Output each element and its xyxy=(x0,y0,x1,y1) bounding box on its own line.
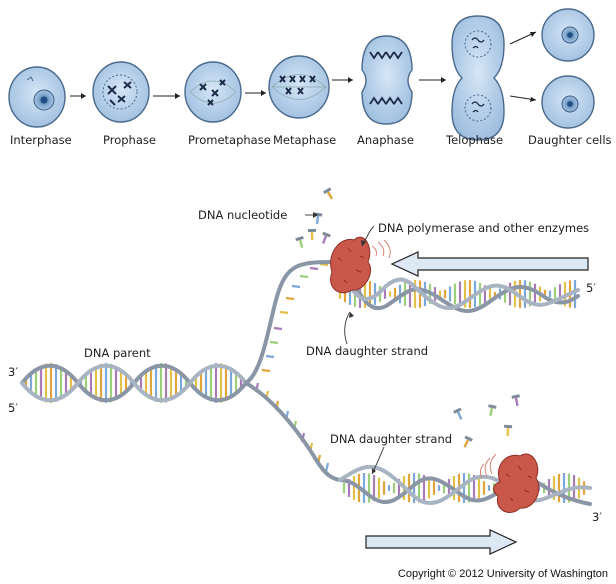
daughter-strand-top-label: DNA daughter strand xyxy=(306,344,428,358)
copyright-notice: Copyright © 2012 University of Washingto… xyxy=(397,568,608,580)
base-pair xyxy=(309,266,319,271)
mitosis-sequence: Interphase Prophase Prometaphase Metapha… xyxy=(8,8,612,147)
direction-arrow-bottom xyxy=(365,529,518,555)
end-3-prime-left: 3′ xyxy=(8,365,18,379)
base-pair xyxy=(273,326,283,331)
base-pair xyxy=(265,354,275,359)
parent-helix xyxy=(20,363,248,403)
prometaphase-cell xyxy=(184,61,242,123)
upper-daughter-helix xyxy=(334,260,580,313)
dna-nucleotide-label: DNA nucleotide xyxy=(198,208,287,222)
base-pair xyxy=(279,310,289,315)
base-pair xyxy=(299,274,309,279)
nucleotide-icon xyxy=(322,231,331,244)
stage-label-daughter-cells: Daughter cells xyxy=(528,133,612,147)
free-nucleotides xyxy=(295,187,520,448)
polymerase-label: DNA polymerase and other enzymes xyxy=(378,221,589,235)
nucleotide-icon xyxy=(504,424,513,437)
nucleotide-icon xyxy=(307,228,316,241)
dna-replication: DNA nucleotide DNA polymerase and other … xyxy=(8,187,602,555)
end-5-prime-right: 5′ xyxy=(586,281,596,295)
daughter-strand-bottom-label: DNA daughter strand xyxy=(330,432,452,446)
nucleotide-icon xyxy=(453,407,463,420)
upper-fork-strand xyxy=(244,260,338,385)
base-pair xyxy=(285,296,295,301)
nucleotide-icon xyxy=(463,435,473,448)
anaphase-cell xyxy=(361,35,413,125)
base-pair xyxy=(291,284,301,289)
lower-fork-strand xyxy=(244,381,342,482)
leading-direction-arrow-top xyxy=(390,251,589,277)
lower-daughter-helix xyxy=(338,464,592,506)
telophase-cell xyxy=(451,15,505,141)
nucleotide-icon xyxy=(488,404,497,417)
nucleotide-icon xyxy=(323,187,334,200)
prophase-cell xyxy=(92,61,150,123)
stage-label-prometaphase: Prometaphase xyxy=(188,133,271,147)
stage-label-interphase: Interphase xyxy=(10,133,72,147)
dna-parent-label: DNA parent xyxy=(84,346,151,360)
base-pair xyxy=(319,262,329,267)
nucleotide-icon xyxy=(511,394,520,407)
polymerase-bottom xyxy=(479,453,540,513)
polymerase-top xyxy=(330,236,391,294)
daughter-cell-top xyxy=(541,8,595,62)
base-pair xyxy=(269,340,279,345)
interphase-cell xyxy=(8,66,66,128)
metaphase-cell xyxy=(268,55,330,119)
stage-label-metaphase: Metaphase xyxy=(273,133,336,147)
nucleotide-icon xyxy=(295,236,304,249)
stage-label-anaphase: Anaphase xyxy=(357,133,414,147)
end-5-prime-left: 5′ xyxy=(8,401,18,415)
daughter-cell-bottom xyxy=(541,75,595,129)
base-pair xyxy=(261,368,271,373)
end-3-prime-right: 3′ xyxy=(592,510,602,524)
stage-label-telophase: Telophase xyxy=(445,133,503,147)
stage-label-prophase: Prophase xyxy=(103,133,156,147)
